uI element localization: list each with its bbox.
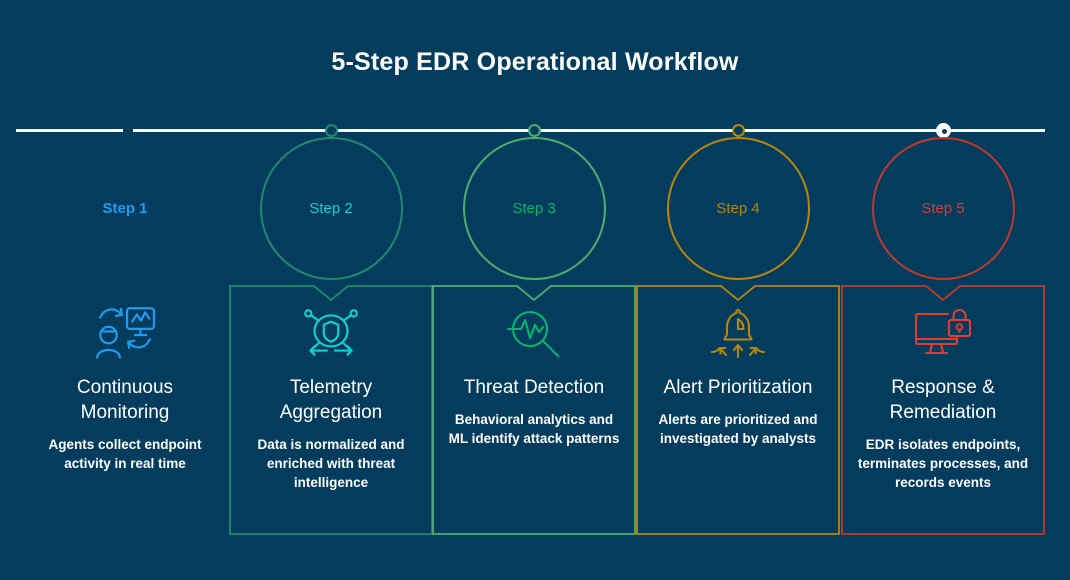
step-label-3: Step 3 <box>512 200 556 217</box>
threat-magnifier-waveform-icon <box>498 303 570 363</box>
telemetry-network-shield-icon <box>295 303 367 363</box>
step-title-2: Telemetry Aggregation <box>279 377 383 423</box>
alert-bell-arrows-icon <box>702 303 774 363</box>
step-title-4: Alert Prioritization <box>663 377 813 398</box>
step-card-frame-5 <box>841 285 1045 535</box>
endpoint-monitoring-icon <box>89 303 161 363</box>
step-card-frame-2 <box>229 285 433 535</box>
timeline-segment-main <box>133 129 1045 132</box>
step-circle-2[interactable]: Step 2 <box>259 137 403 280</box>
step-title-5: Response & Remediation <box>889 377 997 423</box>
step-title-1: Continuous Monitoring <box>76 377 174 423</box>
step-title-3: Threat Detection <box>463 377 605 398</box>
step-card-frame-4 <box>636 285 840 535</box>
page-title: 5-Step EDR Operational Workflow <box>331 48 739 76</box>
monitor-lock-icon <box>907 303 979 363</box>
step-label-1: Step 1 <box>102 200 148 217</box>
step-label-2: Step 2 <box>309 200 353 217</box>
step-description-4: Alerts are prioritized and investigated … <box>658 412 818 446</box>
step-label-4: Step 4 <box>716 200 760 217</box>
marker-step-3[interactable] <box>527 124 541 137</box>
step-circle-5[interactable]: Step 5 <box>871 137 1015 280</box>
step-circle-3[interactable]: Step 3 <box>462 137 606 280</box>
step-description-5: EDR isolates endpoints, terminates proce… <box>857 437 1029 490</box>
timeline-segment-left <box>16 129 123 132</box>
marker-step-5[interactable] <box>935 123 951 138</box>
step-card-frame-3 <box>432 285 636 535</box>
step-description-1: Agents collect endpoint activity in real… <box>48 437 202 471</box>
step-description-2: Data is normalized and enriched with thr… <box>257 437 405 490</box>
marker-step-4[interactable] <box>731 124 745 137</box>
marker-step-2[interactable] <box>324 124 338 137</box>
step-description-3: Behavioral analytics and ML identify att… <box>448 412 620 446</box>
step-circle-4[interactable]: Step 4 <box>666 137 810 280</box>
step-label-5: Step 5 <box>921 200 965 217</box>
